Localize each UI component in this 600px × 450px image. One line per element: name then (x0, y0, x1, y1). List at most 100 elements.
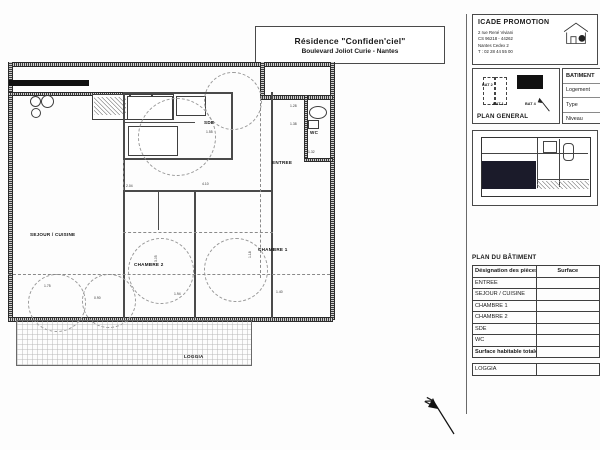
room-label-chambre-1: CHAMBRE 1 (258, 247, 288, 252)
table-row: SEJOUR / CUISINE (472, 288, 600, 301)
north-arrow: N (423, 392, 460, 436)
building-outline-bat2 (483, 77, 495, 105)
residence-address: Boulevard Joliot Curie - Nantes (301, 47, 399, 55)
residence-name: Résidence "Confiden'ciel" (294, 35, 406, 46)
ident-row-niveau: Niveau (566, 116, 583, 123)
north-arrow-small-icon (537, 97, 550, 112)
ident-row-batiment: BATIMENT (563, 69, 600, 84)
exterior-wall-west (8, 62, 13, 320)
bat-label: BAT 1 (493, 102, 504, 106)
table-row-total: Surface habitable totale (472, 345, 600, 358)
floor-plan-drawing: SEJOUR / CUISINE SDE ENTREE WC CHAMBRE 1… (8, 62, 353, 372)
cooktop-burner-icon (31, 108, 41, 118)
exterior-wall-north (8, 62, 333, 67)
room-name-cell: CHAMBRE 2 (472, 311, 537, 324)
room-label-sde: SDE (204, 120, 215, 125)
dimension-text: 3.05 (154, 255, 158, 262)
company-name: ICADE PROMOTION (478, 19, 550, 26)
key-plan-balcony (537, 181, 589, 189)
wall-wc-south (304, 158, 333, 162)
company-address-line: CS 96218 - 44262 (478, 36, 513, 42)
identification-table: BATIMENT Logement Type Niveau (562, 68, 600, 124)
room-label-entree: ENTREE (272, 160, 293, 165)
partition-chambre2-east (271, 92, 273, 318)
dimension-text: 1.94 (174, 292, 181, 296)
table-row: CHAMBRE 1 (472, 299, 600, 312)
room-label-wc: WC (310, 130, 319, 135)
room-schedule-table: Désignation des pièces Surface ENTREE SE… (472, 265, 600, 376)
right-information-column: ICADE PROMOTION 2 rue René Viviani CS 96… (466, 14, 600, 414)
door-swing-entree (204, 72, 262, 130)
key-plan-partition (482, 153, 588, 154)
column-divider (466, 14, 467, 414)
reference-line-hall (123, 160, 124, 190)
room-name-cell: WC (472, 334, 537, 347)
dimension-text: 1.40 (276, 290, 283, 294)
total-surface-cell (535, 345, 600, 358)
dimension-text: 1.55 (206, 130, 213, 134)
wall-entry-north (260, 95, 333, 100)
schedule-title: PLAN DU BÂTIMENT (472, 254, 537, 261)
ident-row-type: Type (563, 98, 600, 113)
dimension-text: 4.10 (202, 182, 209, 186)
room-surface-cell (535, 288, 600, 301)
building-outline-bat1 (495, 77, 507, 105)
company-address-line: Nantes Cedex 2 (478, 42, 509, 48)
door-swing-chambre2 (204, 238, 268, 302)
room-name-cell: ENTREE (472, 276, 537, 289)
wall-entry-west (260, 62, 265, 98)
cooktop-burner-icon (30, 96, 41, 107)
counter-hatch (94, 97, 126, 115)
company-address-line: 2 rue René Viviani (478, 30, 514, 35)
room-label-chambre-2: CHAMBRE 2 (134, 262, 164, 267)
key-plan-partition (537, 138, 538, 188)
reference-line-south (8, 274, 330, 275)
key-plan-stair (563, 143, 574, 161)
room-surface-cell (535, 276, 600, 289)
door-swing-chambre1 (128, 238, 194, 304)
wc-cistern-icon (308, 120, 319, 129)
table-header-row: Désignation des pièces Surface (472, 265, 600, 278)
dimension-text: 2.04 (126, 184, 133, 188)
ident-row-logement: Logement (563, 84, 600, 98)
table-row: WC (472, 334, 600, 347)
table-row-spacer (472, 357, 600, 364)
wall-wc-west (304, 95, 308, 160)
key-plan-block (472, 130, 598, 206)
key-plan-partition (537, 179, 589, 180)
partition-chambre-mid (194, 190, 196, 318)
partition-chambre1-west (123, 190, 125, 318)
bat-label: BAT 4 (525, 102, 536, 106)
schedule-block: PLAN DU BÂTIMENT Désignation des pièces … (472, 254, 600, 388)
title-block: Résidence "Confiden'ciel" Boulevard Joli… (255, 26, 445, 64)
room-label-sejour-cuisine: SEJOUR / CUISINE (30, 232, 76, 237)
room-name-cell: SEJOUR / CUISINE (472, 288, 537, 301)
room-surface-cell (535, 322, 600, 335)
reference-line-entry (260, 98, 261, 278)
column-header-surface: Surface (535, 265, 600, 278)
dimension-text: 1.18 (248, 251, 252, 258)
table-row: CHAMBRE 2 (472, 311, 600, 324)
wall-kitchen-south (8, 92, 126, 96)
room-surface-cell (535, 311, 600, 324)
dimension-text: 1.32 (308, 150, 315, 154)
toilet-icon (309, 106, 327, 119)
table-row-annex: LOGGIA (472, 363, 600, 376)
company-block: ICADE PROMOTION 2 rue René Viviani CS 96… (472, 14, 598, 65)
room-surface-cell (535, 299, 600, 312)
partition-sde-north (123, 92, 233, 94)
bat-label: BAT 2 (482, 83, 493, 87)
room-name-cell: CHAMBRE 1 (472, 299, 537, 312)
partition-chambre-north (123, 190, 273, 192)
column-header-designation: Désignation des pièces (472, 265, 537, 278)
annex-surface-cell (535, 363, 600, 376)
dimension-text: 1.38 (290, 122, 297, 126)
dimension-text: 0.90 (94, 296, 101, 300)
key-plan-highlighted-unit (482, 161, 536, 189)
cooktop-burner-icon (41, 95, 54, 108)
room-name-cell: SDE (472, 322, 537, 335)
door-swing-sde (138, 98, 216, 176)
annex-name-cell: LOGGIA (472, 363, 537, 376)
icade-logo-icon (563, 22, 589, 44)
dimension-text: 1.75 (44, 284, 51, 288)
